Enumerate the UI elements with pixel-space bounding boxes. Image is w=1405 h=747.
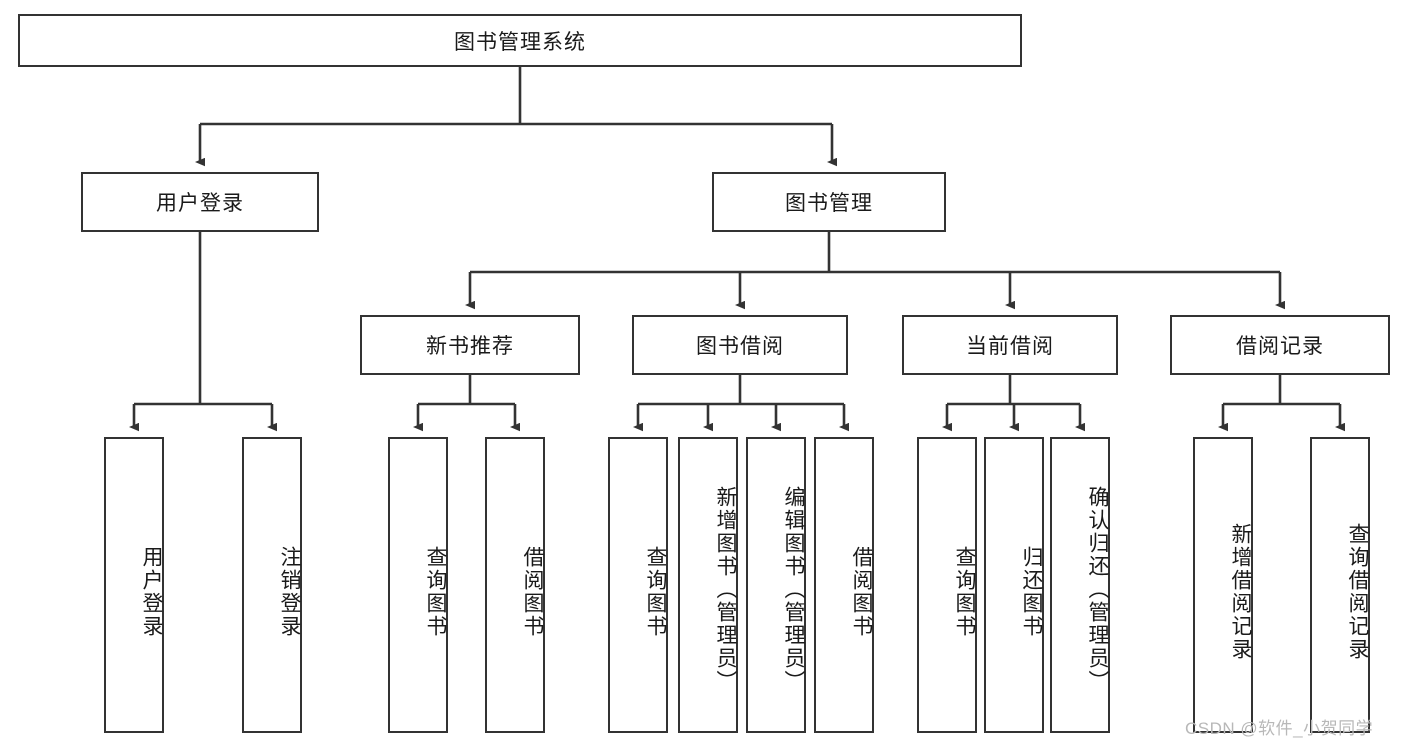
leaf-user-login[interactable]: 用户登录 xyxy=(104,437,164,733)
node-new-book-recommend[interactable]: 新书推荐 xyxy=(360,315,580,375)
node-borrow-record[interactable]: 借阅记录 xyxy=(1170,315,1390,375)
leaf-logout-login[interactable]: 注销登录 xyxy=(242,437,302,733)
leaf-borrow-book[interactable]: 借阅图书 xyxy=(814,437,874,733)
leaf-confirm-return-admin[interactable]: 确认归还（管理员） xyxy=(1050,437,1110,733)
node-book-borrow[interactable]: 图书借阅 xyxy=(632,315,848,375)
leaf-return-book[interactable]: 归还图书 xyxy=(984,437,1044,733)
leaf-add-borrow-record[interactable]: 新增借阅记录 xyxy=(1193,437,1253,733)
leaf-query-book-current[interactable]: 查询图书 xyxy=(917,437,977,733)
node-root-system[interactable]: 图书管理系统 xyxy=(18,14,1022,67)
edges-root xyxy=(195,67,837,167)
edges-book-manage xyxy=(465,232,1285,310)
edges-book-borrow xyxy=(633,375,849,432)
leaf-query-borrow-record[interactable]: 查询借阅记录 xyxy=(1310,437,1370,733)
leaf-query-book-borrow[interactable]: 查询图书 xyxy=(608,437,668,733)
edges-user-login xyxy=(129,232,277,432)
node-book-management[interactable]: 图书管理 xyxy=(712,172,946,232)
node-current-borrow[interactable]: 当前借阅 xyxy=(902,315,1118,375)
leaf-borrow-book-recommend[interactable]: 借阅图书 xyxy=(485,437,545,733)
edges-borrow-record xyxy=(1218,375,1345,432)
leaf-query-book-recommend[interactable]: 查询图书 xyxy=(388,437,448,733)
leaf-add-book-admin[interactable]: 新增图书（管理员） xyxy=(678,437,738,733)
edges-current-borrow xyxy=(942,375,1085,432)
csdn-watermark: CSDN @软件_小贺同学 xyxy=(1185,719,1374,738)
node-user-login[interactable]: 用户登录 xyxy=(81,172,319,232)
leaf-edit-book-admin[interactable]: 编辑图书（管理员） xyxy=(746,437,806,733)
edges-new-book-rec xyxy=(413,375,520,432)
